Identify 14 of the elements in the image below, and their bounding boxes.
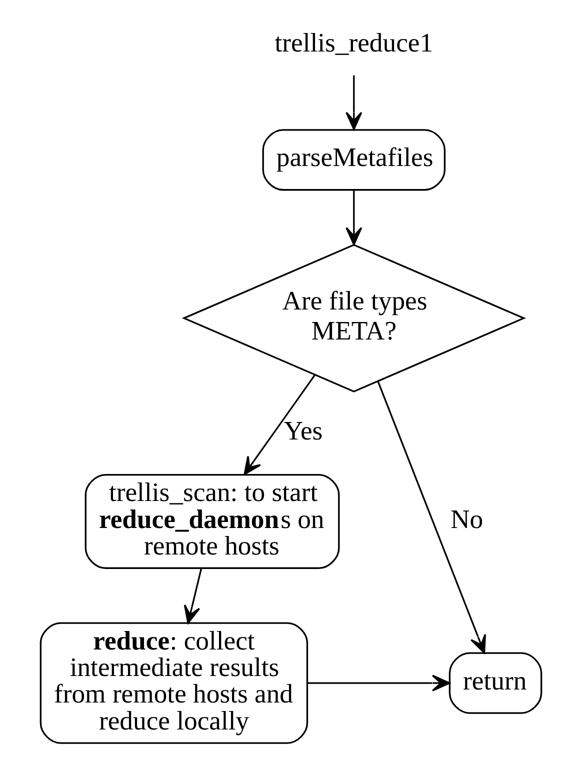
node-box: reduce: collect intermediate results from remote hosts and reduce locally (39, 622, 308, 744)
node-box: return (448, 652, 542, 714)
node-diamond: Are file types META? (181, 244, 526, 392)
node-text: trellis_reduce1 (274, 27, 433, 58)
arrow (243, 374, 315, 476)
node-box: trellis_scan: to start reduce_daemons on remote hosts (84, 474, 340, 569)
arrow (376, 380, 486, 654)
edge-label: Yes (283, 415, 322, 446)
node-box: parseMetafiles (262, 129, 446, 191)
arrow (307, 674, 450, 692)
edge-label: No (450, 504, 483, 534)
arrow (183, 568, 202, 624)
arrow (345, 190, 362, 246)
arrow (345, 75, 362, 130)
